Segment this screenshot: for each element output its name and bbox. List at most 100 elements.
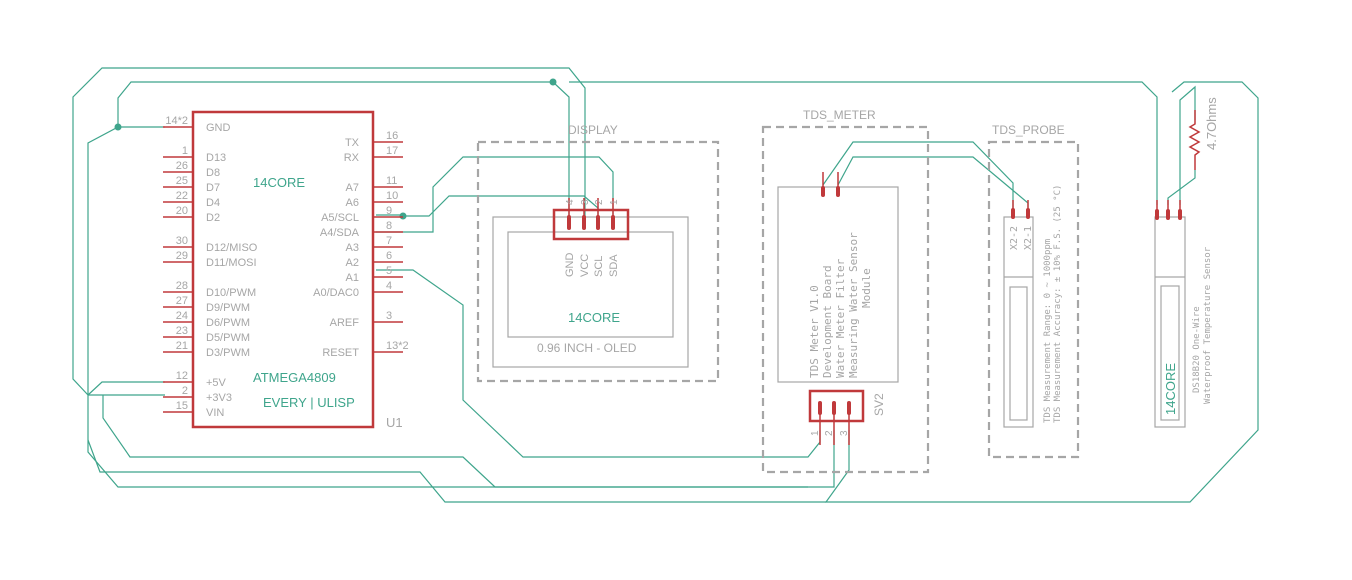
resistor-4k7[interactable]: 4.7Ohms xyxy=(1188,97,1219,170)
wire-probe-2[interactable] xyxy=(837,156,1029,208)
mcu-pin-number: 4 xyxy=(386,280,392,292)
mcu-pin-name: D5/PWM xyxy=(206,332,250,344)
wire-3v3-down[interactable] xyxy=(102,395,808,488)
wire-probe-1[interactable] xyxy=(822,141,1014,208)
wire-tds-pin3[interactable] xyxy=(824,81,1259,503)
display-pcb-outline xyxy=(492,216,689,368)
mcu-pin-number: 27 xyxy=(176,295,188,307)
mcu-pin-name: GND xyxy=(206,122,231,134)
mcu-pin-number: 14*2 xyxy=(165,115,188,127)
mcu-pin-name: A3 xyxy=(346,242,359,254)
wire-5v[interactable] xyxy=(87,381,165,396)
tds-probe-body-outline xyxy=(1003,216,1034,428)
mcu-pin-number: 25 xyxy=(176,175,188,187)
mcu-pin-name: A6 xyxy=(346,197,359,209)
mcu-pin-number: 26 xyxy=(176,160,188,172)
mcu-pin-number: 13*2 xyxy=(386,340,409,352)
display-pin-name: GND xyxy=(564,253,576,278)
tds-probe-spec-range: TDS Measurement Range: 0 ~ 1000ppm xyxy=(1043,239,1053,423)
mcu-variant-label: EVERY | ULISP xyxy=(263,395,355,410)
mcu-pin-number: 2 xyxy=(182,385,188,397)
display-caption: 0.96 INCH - OLED xyxy=(537,341,637,355)
mcu-pin-name: A5/SCL xyxy=(321,212,359,224)
mcu-right-pins: 16TX17RX11A710A69A5/SCL8A4/SDA7A36A25A14… xyxy=(313,130,409,359)
mcu-u1[interactable]: 14*2GND1D1326D825D722D420D230D12/MISO29D… xyxy=(163,110,409,430)
wire-temp-data[interactable] xyxy=(1167,170,1196,205)
display-pin-number: 3 xyxy=(580,199,591,205)
tds-meter-desc-line-2: Development Board xyxy=(821,265,834,378)
mcu-pin-name: D12/MISO xyxy=(206,242,258,254)
mcu-pin-name: +5V xyxy=(206,377,227,389)
mcu-left-pins: 14*2GND1D1326D825D722D420D230D12/MISO29D… xyxy=(163,115,258,419)
display-pin-number: 1 xyxy=(609,199,620,205)
mcu-pin-name: +3V3 xyxy=(206,392,232,404)
mcu-pin-name: VIN xyxy=(206,407,224,419)
resistor-value-label: 4.7Ohms xyxy=(1204,97,1219,150)
mcu-pin-name: A2 xyxy=(346,257,359,269)
wire-gnd-outer[interactable] xyxy=(87,81,570,438)
mcu-pin-name: D10/PWM xyxy=(206,287,256,299)
display-connector-body xyxy=(552,208,630,241)
tds-meter-module[interactable]: TDS_METER TDS Meter V1.0 Development Boa… xyxy=(761,108,930,474)
wire-temp-gnd[interactable] xyxy=(569,81,1158,205)
mcu-pin-number: 23 xyxy=(176,325,188,337)
resistor-zigzag-icon xyxy=(1188,110,1201,170)
mcu-pin-number: 10 xyxy=(386,190,398,202)
mcu-pin-number: 9 xyxy=(386,205,392,217)
mcu-pin-name: A0/DAC0 xyxy=(313,287,359,299)
display-pin-number: 4 xyxy=(565,199,576,205)
mcu-pin-number: 17 xyxy=(386,145,398,157)
display-frame-label: DISPLAY xyxy=(568,123,618,137)
tds-probe-window xyxy=(1009,286,1028,421)
mcu-pin-number: 3 xyxy=(386,310,392,322)
tds-meter-desc-line-4: Measuring Water Sensor xyxy=(847,232,860,378)
tds-meter-desc-line-1: TDS Meter V1.0 xyxy=(808,285,821,378)
mcu-part-label: ATMEGA4809 xyxy=(253,370,336,385)
display-frame xyxy=(476,140,720,383)
tds-meter-description: TDS Meter V1.0 Development Board Water M… xyxy=(808,232,873,378)
wire-temp-vcc[interactable] xyxy=(1179,85,1196,205)
sv2-pin-number: 1 xyxy=(810,430,821,436)
temp-sensor-window xyxy=(1160,285,1180,421)
wire-vcc-outer[interactable] xyxy=(72,67,586,396)
temp-sensor-module[interactable]: 14CORE DS18B20 One-Wire Waterproof Tempe… xyxy=(1154,97,1219,428)
wire-sda[interactable] xyxy=(376,156,614,233)
tds-probe-module[interactable]: TDS_PROBE X2-2 X2-1 TDS Measurement Rang… xyxy=(987,123,1080,459)
display-pin-name: SCL xyxy=(593,256,605,277)
mcu-pin-name: A4/SDA xyxy=(320,227,360,239)
mcu-pin-name: D11/MOSI xyxy=(206,257,257,269)
junction-scl xyxy=(399,212,407,220)
sv2-pin-number: 3 xyxy=(839,430,850,436)
mcu-pin-name: RESET xyxy=(322,347,359,359)
mcu-pin-number: 7 xyxy=(386,235,392,247)
mcu-pin-number: 28 xyxy=(176,280,188,292)
mcu-pin-number: 29 xyxy=(176,250,188,262)
display-pin-name: SDA xyxy=(608,254,620,277)
sv2-pin-number: 2 xyxy=(824,430,835,436)
mcu-pin-number: 1 xyxy=(182,145,188,157)
mcu-pin-number: 16 xyxy=(386,130,398,142)
temp-sensor-desc-line-1: DS18B20 One-Wire xyxy=(1192,306,1202,393)
mcu-pin-name: D3/PWM xyxy=(206,347,250,359)
mcu-pin-name: D4 xyxy=(206,197,220,209)
mcu-body xyxy=(191,110,375,429)
display-brand-label: 14CORE xyxy=(568,310,620,325)
mcu-pin-number: 21 xyxy=(176,340,188,352)
sv2-connector-body xyxy=(808,389,865,423)
mcu-pin-name: D13 xyxy=(206,152,226,164)
wire-tds-pin2[interactable] xyxy=(87,430,835,488)
tds-probe-pin-label-2: X2-1 xyxy=(1023,226,1034,250)
wire-bottom-left[interactable] xyxy=(87,439,826,503)
wire-a1-tds[interactable] xyxy=(376,269,821,458)
mcu-pin-name: D2 xyxy=(206,212,220,224)
tds-meter-desc-line-5: Module xyxy=(860,268,873,308)
tds-probe-spec-accuracy: TDS Measurement Accuracy: ± 10% F.S. (25… xyxy=(1053,185,1063,423)
mcu-pin-number: 22 xyxy=(176,190,188,202)
mcu-pin-name: TX xyxy=(345,137,360,149)
mcu-pin-number: 20 xyxy=(176,205,188,217)
temp-sensor-brand-label: 14CORE xyxy=(1163,363,1178,415)
mcu-brand-label: 14CORE xyxy=(253,175,305,190)
mcu-pin-name: D9/PWM xyxy=(206,302,250,314)
mcu-pin-name: RX xyxy=(344,152,360,164)
